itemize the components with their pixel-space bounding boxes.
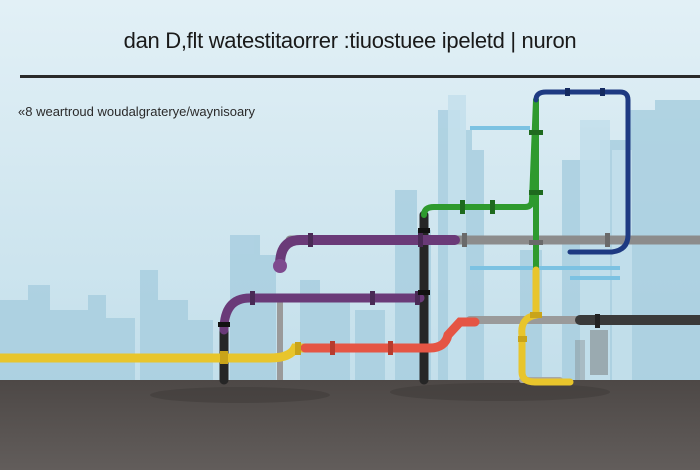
page-subtitle: «8 weartroud woudalgraterye/waynisoary	[18, 104, 256, 119]
page-title: dan D,flt watestitaorrer :tiuostuee ipel…	[123, 28, 577, 53]
navy-pipe	[533, 89, 631, 255]
title-divider	[20, 75, 700, 78]
red-pipe	[300, 317, 480, 353]
yellow-pipe	[0, 266, 574, 386]
pipe-joints	[218, 88, 610, 364]
lightblue-pipe	[470, 126, 620, 280]
